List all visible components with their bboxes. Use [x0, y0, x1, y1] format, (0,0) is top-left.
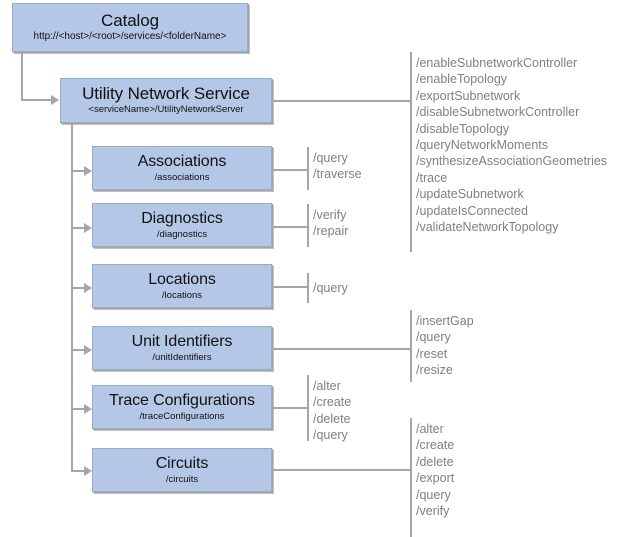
ops-bar-associations	[307, 147, 309, 190]
arrow-to-locations	[84, 283, 92, 293]
operation-item[interactable]: /query	[313, 428, 348, 443]
node-locations-path: /locations	[161, 289, 203, 301]
arrow-to-trace-configurations	[84, 404, 92, 414]
operation-item[interactable]: /reset	[416, 346, 448, 361]
operation-item[interactable]: /queryNetworkMoments	[416, 138, 548, 153]
operation-item[interactable]: /updateIsConnected	[416, 203, 528, 218]
node-unit-identifiers-title: Unit Identifiers	[131, 332, 233, 350]
ops-list-unit-identifiers: /insertGap/query/reset/resize	[416, 313, 474, 379]
node-circuits-title: Circuits	[155, 454, 209, 472]
operation-item[interactable]: /traverse	[313, 167, 362, 182]
node-catalog-path: http://<host>/<root>/services/<folderNam…	[33, 31, 227, 42]
operation-item[interactable]: /query	[313, 151, 348, 165]
ops-list-locations: /query	[313, 280, 348, 296]
node-service-title: Utility Network Service	[82, 84, 250, 103]
operation-item[interactable]: /delete	[416, 454, 454, 469]
node-circuits-path: /circuits	[165, 473, 199, 485]
arrow-to-associations	[84, 166, 92, 176]
operation-item[interactable]: /updateSubnetwork	[416, 187, 524, 202]
connector-trunk-unit-identifiers	[71, 349, 85, 351]
node-locations-title: Locations	[148, 270, 216, 288]
ops-bar-service	[410, 52, 412, 252]
operation-item[interactable]: /create	[313, 395, 352, 410]
operation-item[interactable]: /validateNetworkTopology	[416, 220, 559, 235]
connector-unit-identifiers-to-ops	[272, 348, 411, 350]
operation-item[interactable]: /alter	[416, 422, 444, 436]
node-associations-path: /associations	[154, 171, 210, 183]
connector-locations-to-ops	[272, 286, 308, 288]
operation-item[interactable]: /query	[416, 330, 451, 345]
ops-bar-locations	[307, 273, 309, 303]
operation-item[interactable]: /disableTopology	[416, 121, 510, 136]
ops-bar-unit-identifiers	[410, 310, 412, 382]
operation-item[interactable]: /verify	[313, 208, 347, 222]
node-circuits[interactable]: Circuits /circuits	[92, 448, 272, 492]
arrow-to-unit-identifiers	[84, 345, 92, 355]
arrow-catalog-to-service	[51, 95, 59, 105]
ops-bar-diagnostics	[307, 204, 309, 247]
node-unit-identifiers-path: /unitIdentifiers	[152, 351, 212, 363]
operation-item[interactable]: /query	[313, 281, 348, 295]
connector-diagnostics-to-ops	[272, 226, 308, 228]
node-trace-configurations-path: /traceConfigurations	[139, 410, 225, 422]
operation-item[interactable]: /enableTopology	[416, 72, 508, 87]
ops-bar-circuits	[410, 418, 412, 537]
ops-list-diagnostics: /verify/repair	[313, 207, 348, 240]
operation-item[interactable]: /export	[416, 471, 455, 486]
node-associations[interactable]: Associations /associations	[92, 146, 272, 190]
operation-item[interactable]: /resize	[416, 363, 453, 378]
arrow-to-diagnostics	[84, 223, 92, 233]
connector-trunk-locations	[71, 287, 85, 289]
operation-item[interactable]: /query	[416, 487, 451, 502]
operation-item[interactable]: /alter	[313, 379, 341, 393]
connector-catalog-down	[21, 52, 23, 100]
operation-item[interactable]: /verify	[416, 504, 450, 519]
ops-list-service: /enableSubnetworkController/enableTopolo…	[416, 55, 607, 235]
node-associations-title: Associations	[137, 152, 227, 170]
node-diagnostics[interactable]: Diagnostics /diagnostics	[92, 203, 272, 247]
node-utility-network-service[interactable]: Utility Network Service <serviceName>/Ut…	[60, 78, 272, 123]
operation-item[interactable]: /create	[416, 438, 455, 453]
operation-item[interactable]: /disableSubnetworkController	[416, 105, 580, 120]
connector-trunk-diagnostics	[71, 227, 85, 229]
connector-trace-configurations-to-ops	[272, 407, 308, 409]
connector-catalog-right	[21, 99, 52, 101]
operation-item[interactable]: /insertGap	[416, 314, 474, 328]
ops-list-circuits: /alter/create/delete/export/query/verify	[416, 421, 454, 519]
node-trace-configurations[interactable]: Trace Configurations /traceConfiguration…	[92, 385, 272, 429]
operation-item[interactable]: /delete	[313, 411, 351, 426]
connector-service-to-ops	[272, 100, 411, 102]
operation-item[interactable]: /repair	[313, 224, 349, 239]
ops-list-associations: /query/traverse	[313, 150, 362, 183]
connector-circuits-to-ops	[272, 469, 411, 471]
connector-trunk-trace-configurations	[71, 408, 85, 410]
ops-list-trace-configurations: /alter/create/delete/query	[313, 378, 351, 444]
operation-item[interactable]: /enableSubnetworkController	[416, 56, 578, 70]
operation-item[interactable]: /synthesizeAssociationGeometries	[416, 154, 608, 169]
arrow-to-circuits	[84, 466, 92, 476]
connector-associations-to-ops	[272, 169, 308, 171]
connector-service-trunk	[71, 122, 73, 471]
node-unit-identifiers[interactable]: Unit Identifiers /unitIdentifiers	[92, 326, 272, 370]
node-trace-configurations-title: Trace Configurations	[109, 391, 255, 409]
node-catalog[interactable]: Catalog http://<host>/<root>/services/<f…	[12, 3, 248, 52]
operation-item[interactable]: /exportSubnetwork	[416, 88, 521, 103]
operation-item[interactable]: /trace	[416, 170, 448, 185]
node-diagnostics-path: /diagnostics	[156, 228, 208, 240]
connector-trunk-circuits	[71, 470, 85, 472]
node-locations[interactable]: Locations /locations	[92, 264, 272, 308]
node-diagnostics-title: Diagnostics	[141, 209, 223, 227]
ops-bar-trace-configurations	[307, 375, 309, 441]
node-service-path: <serviceName>/UtilityNetworkServer	[88, 104, 244, 115]
node-catalog-title: Catalog	[101, 11, 159, 30]
connector-trunk-associations	[71, 170, 85, 172]
